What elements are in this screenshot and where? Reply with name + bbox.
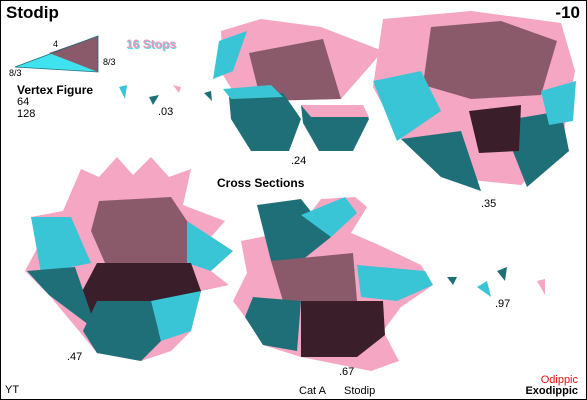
section-label: .24 [291, 155, 307, 167]
section-035-shape [373, 11, 576, 191]
section-097-shape [447, 267, 545, 297]
author-initials: YT [5, 384, 20, 396]
page-title: Stodip [6, 3, 59, 22]
section-047-shape [25, 157, 233, 361]
section-label: .03 [158, 106, 174, 118]
section-067-shape [233, 197, 433, 371]
vertex-figure-triangle [14, 35, 99, 73]
section-label: .47 [67, 351, 83, 363]
stops-label: 16 Stops [126, 37, 177, 51]
odippic-label: Odippic [540, 374, 578, 386]
category-label: Cat A [299, 385, 326, 397]
section-label: .67 [339, 366, 355, 378]
cross-sections-label: Cross Sections [217, 176, 305, 190]
short-name-label: Stodip [344, 385, 376, 397]
vertex-edge-label: 4 [53, 39, 59, 49]
section-003-shape [119, 85, 212, 105]
vertex-figure-value: 64 [17, 96, 30, 108]
section-label: .35 [481, 198, 497, 210]
vertex-figure-value: 128 [17, 108, 36, 120]
section-label: .97 [495, 298, 511, 310]
exodippic-label: Exodippic [525, 385, 578, 397]
section-024-shape [213, 19, 383, 151]
vertex-edge-label: 8/3 [103, 57, 116, 67]
vertex-edge-label: 8/3 [9, 68, 22, 78]
polytope-number: -10 [555, 3, 580, 22]
vertex-figure-title: Vertex Figure [17, 83, 94, 97]
